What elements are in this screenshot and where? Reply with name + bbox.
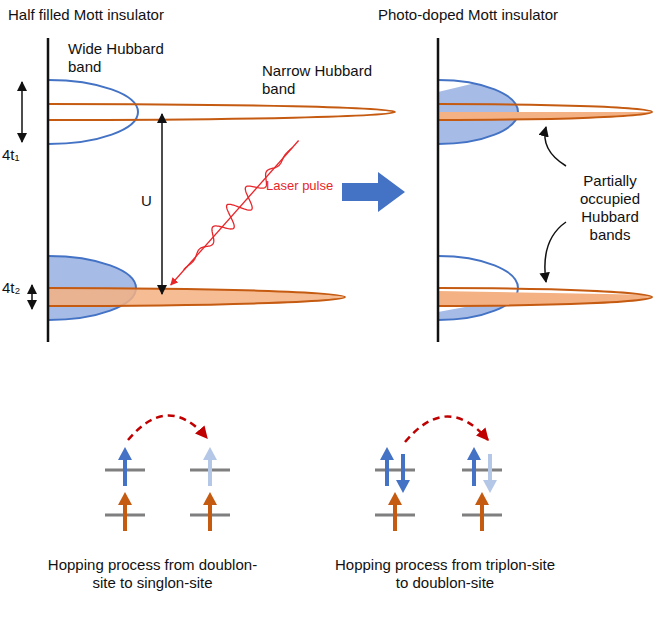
band-label: Wide Hubbard band [68, 40, 173, 76]
panel-title: Photo-doped Mott insulator [378, 6, 638, 24]
width-arrow [21, 82, 23, 142]
gap-arrow [161, 114, 163, 294]
energy-axis [437, 38, 440, 342]
leader-arrow [545, 127, 566, 166]
annotation: Partially occupied Hubbard bands [560, 172, 660, 244]
hopping-triplon-doublon [375, 416, 502, 531]
transition-arrow [342, 172, 405, 212]
hopping-doublon-singlon [105, 415, 230, 531]
panel-title: Half filled Mott insulator [8, 6, 248, 24]
laser-label: Laser pulse [266, 178, 341, 194]
width-label: 4t₂ [2, 279, 32, 297]
energy-axis [47, 38, 50, 342]
caption: Hopping process from doublon-site to sin… [40, 556, 265, 592]
width-arrow [31, 285, 33, 309]
band-label: Narrow Hubbard band [262, 62, 374, 98]
caption: Hopping process from triplon-site to dou… [330, 556, 560, 592]
laser-arrow [171, 141, 299, 285]
leader-arrow [545, 222, 566, 282]
width-label: 4t₁ [2, 146, 32, 164]
gap-label: U [141, 192, 159, 210]
laser-pulse [171, 141, 299, 285]
